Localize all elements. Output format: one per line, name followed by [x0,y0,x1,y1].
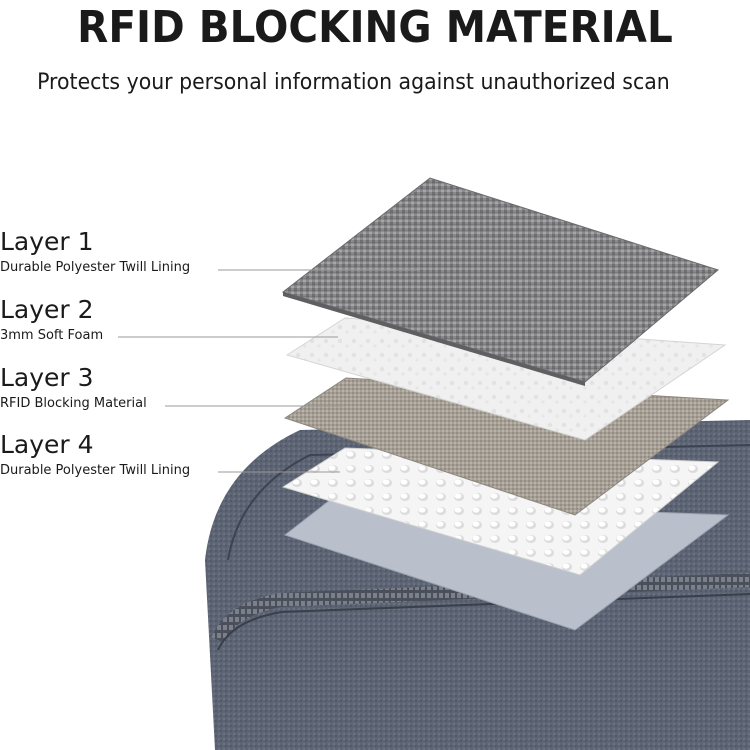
layer-3-name: Layer 3 [0,363,94,392]
page-subtitle: Protects your personal information again… [37,70,670,95]
layer-4-description: Durable Polyester Twill Lining [0,463,191,478]
layer-4-name: Layer 4 [0,430,94,459]
layer-2-name: Layer 2 [0,295,94,324]
layer-label-1: Layer 1 Durable Polyester Twill Lining [0,228,190,276]
layer-3-description: RFID Blocking Material [0,396,147,411]
page-title: RFID BLOCKING MATERIAL [77,2,673,53]
layer-1-description: Durable Polyester Twill Lining [0,260,191,275]
layer-label-2: Layer 2 3mm Soft Foam [0,296,103,344]
layer-2-description: 3mm Soft Foam [0,328,104,343]
layer-label-4: Layer 4 Durable Polyester Twill Lining [0,431,190,479]
layer-label-3: Layer 3 RFID Blocking Material [0,364,147,412]
layer-1-name: Layer 1 [0,227,94,256]
